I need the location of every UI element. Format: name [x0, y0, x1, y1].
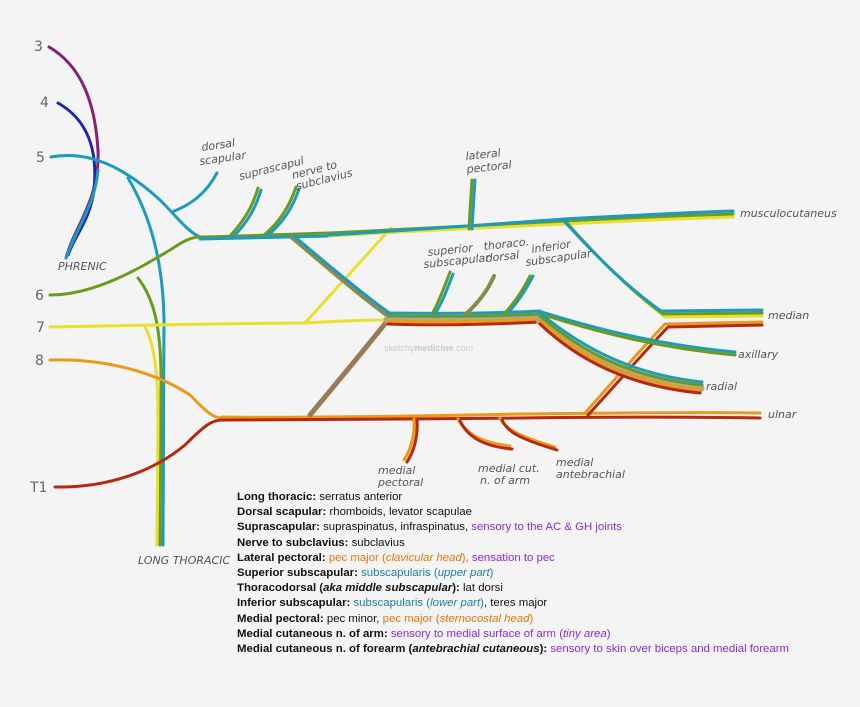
- legend-row-nerve-to-subclavius: Nerve to subclavius: subclavius: [237, 536, 405, 549]
- thoracodorsal-nerve: [464, 274, 496, 316]
- medial-antebrachial-label-1: medial: [556, 456, 593, 469]
- legend-row-inferior-subscapular: Inferior subscapular: subscapularis (low…: [237, 597, 548, 610]
- axillary-nerve-blue: [540, 310, 737, 354]
- inferior-subscapular-label-1: inferior: [531, 237, 573, 256]
- root-label-c4: 4: [40, 95, 49, 111]
- watermark: sketchymedicine.com: [384, 343, 473, 353]
- medial-cut-arm-label-1: medial cut.: [478, 462, 540, 475]
- dorsal-scapular-nerve: [170, 171, 219, 214]
- axillary-label: axillary: [738, 348, 779, 361]
- superior-subscapular-label-1: superior: [427, 241, 475, 259]
- medial-cut-arm-nerve-red: [458, 419, 514, 451]
- upper-posterior-division-blue: [292, 234, 394, 317]
- medial-pectoral-nerve: [402, 417, 416, 462]
- legend-row-long-thoracic: Long thoracic: serratus anterior: [237, 491, 403, 503]
- legend-row-thoracodorsal: Thoracodorsal (aka middle subscapular): …: [237, 582, 503, 595]
- c3-nerve: [47, 45, 100, 260]
- medial-antebrachial-nerve: [498, 416, 557, 449]
- legend-row-medial-pectoral: Medial pectoral: pec minor, pec major (s…: [237, 612, 534, 625]
- musculocutaneous-label: musculocutaneus: [740, 207, 837, 220]
- legend-row-superior-subscapular: Superior subscapular: subscapularis (upp…: [237, 567, 494, 580]
- medial-antebrachial-label-2: antebrachial: [556, 468, 625, 481]
- posterior-cord-red: [386, 320, 542, 327]
- legend-row-medial-cut-forearm: Medial cutaneous n. of forearm (antebrac…: [237, 643, 790, 656]
- medial-pectoral-label-1: medial: [378, 464, 415, 477]
- lateral-cord-blue: [328, 209, 735, 237]
- c7-to-upper-trunk: [303, 226, 393, 325]
- root-label-c7: 7: [36, 320, 45, 336]
- phrenic-label: PHRENIC: [58, 260, 107, 273]
- lower-trunk-red: [220, 415, 762, 422]
- long-thoracic-c6: [136, 276, 163, 547]
- median-lateral-root-yellow: [566, 222, 764, 319]
- nerve-to-subclavius: [262, 185, 298, 237]
- dorsal-scapular-label-1: dorsal: [201, 136, 236, 154]
- median-medial-root-orange: [583, 320, 764, 415]
- radial-nerve-orange: [538, 319, 702, 392]
- axillary-nerve-green: [542, 313, 737, 357]
- legend: Long thoracic: serratus anterior Dorsal …: [237, 490, 789, 657]
- posterior-cord-blue: [386, 309, 542, 315]
- legend-row-lateral-pectoral: Lateral pectoral: pec major (clavicular …: [237, 551, 555, 564]
- posterior-cord-green: [386, 312, 542, 318]
- upper-posterior-division: [289, 234, 393, 320]
- radial-label: radial: [706, 380, 737, 393]
- median-lateral-root-blue: [562, 219, 764, 313]
- lower-posterior-division: [307, 317, 391, 418]
- medial-pectoral-label-2: pectoral: [377, 476, 423, 489]
- inferior-subscapular-nerve-green: [503, 274, 532, 315]
- thoracodorsal-label-1: thoraco.: [483, 235, 530, 253]
- root-label-c5: 5: [36, 150, 45, 166]
- upper-trunk-c5: [198, 234, 332, 241]
- lateral-pectoral-label-2: pectoral: [465, 158, 512, 176]
- c5-nerve: [49, 154, 202, 239]
- legend-row-dorsal-scapular: Dorsal scapular: rhomboids, levator scap…: [237, 506, 472, 519]
- nerve-to-subclavius-blue: [265, 187, 301, 238]
- radial-nerve-blue: [538, 311, 704, 384]
- medial-pectoral-nerve-red: [405, 418, 419, 464]
- long-thoracic-c5: [126, 176, 166, 547]
- superior-subscapular-nerve: [430, 270, 452, 316]
- long-thoracic-label: LONG THORACIC: [138, 554, 230, 567]
- c6-nerve: [48, 235, 202, 297]
- superior-subscapular-nerve-blue: [433, 272, 455, 316]
- suprascapular-nerve-blue: [231, 188, 263, 239]
- legend-row-medial-cut-arm: Medial cutaneous n. of arm: sensory to m…: [237, 627, 611, 640]
- legend-row-suprascapular: Suprascapular: supraspinatus, infraspina…: [237, 521, 622, 534]
- lateral-pectoral-nerve: [467, 178, 474, 231]
- radial-nerve-red: [538, 322, 702, 395]
- long-thoracic-c7: [143, 325, 160, 547]
- c8-nerve: [48, 358, 224, 420]
- thoracodorsal-label-2: dorsal: [485, 249, 520, 265]
- ulnar-label: ulnar: [768, 408, 798, 421]
- root-label-t1: T1: [29, 480, 47, 496]
- median-label: median: [768, 309, 809, 322]
- root-label-c8: 8: [35, 353, 44, 369]
- c5-phrenic: [64, 168, 100, 260]
- root-label-c6: 6: [35, 288, 44, 304]
- medial-cut-arm-label-2: n. of arm: [480, 474, 530, 487]
- inferior-subscapular-nerve: [506, 274, 535, 315]
- radial-nerve-green: [538, 314, 704, 387]
- root-label-c3: 3: [34, 39, 43, 55]
- t1-nerve: [53, 418, 224, 489]
- lower-trunk-orange: [220, 411, 762, 419]
- lateral-pectoral-nerve-blue: [470, 178, 477, 231]
- medial-antebrachial-nerve-red: [500, 418, 559, 452]
- posterior-cord-orange: [386, 317, 542, 324]
- median-lateral-root-green: [564, 220, 764, 316]
- lateral-pectoral-label-1: lateral: [465, 146, 501, 163]
- c7-nerve: [48, 318, 390, 329]
- lateral-cord-yellow: [328, 215, 735, 238]
- suprascapular-nerve: [228, 186, 260, 238]
